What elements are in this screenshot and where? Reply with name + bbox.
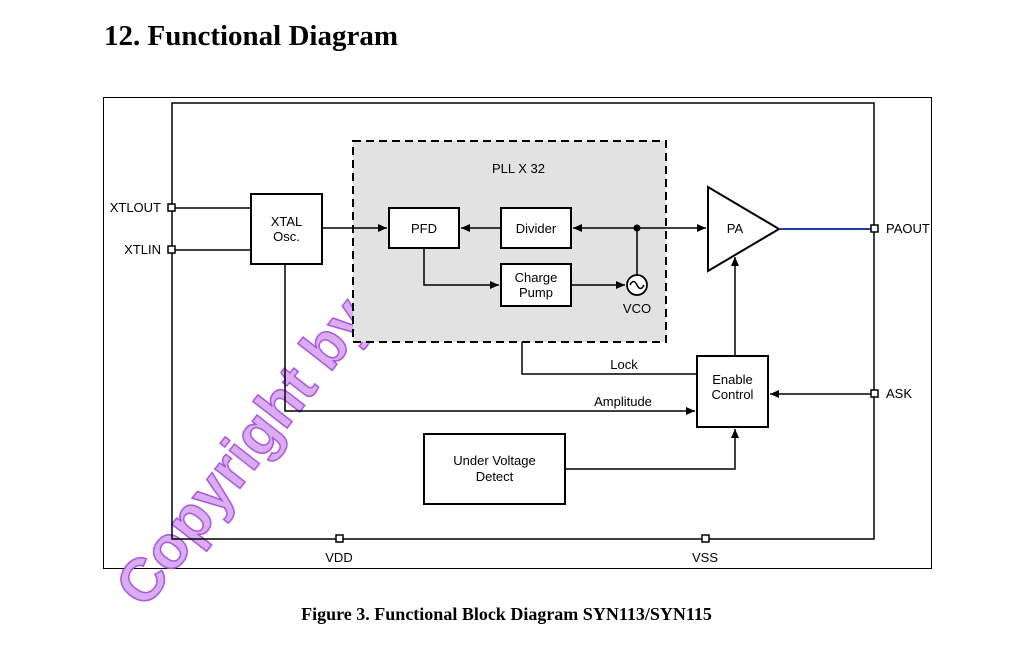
- xtal-label-line2: Osc.: [273, 229, 300, 244]
- watermark-text: Copyright by: [102, 285, 383, 618]
- uvd-label-line1: Under Voltage: [453, 453, 535, 468]
- ask-pin: [870, 389, 879, 398]
- paout-pin: [870, 224, 879, 233]
- vss-pin: [701, 534, 710, 543]
- divider-label: Divider: [516, 221, 557, 236]
- watermark: Copyright by: [102, 284, 384, 619]
- uvd-to-enable-wire: [565, 429, 739, 470]
- pa-amplifier: [707, 185, 781, 273]
- pfd-to-charge-pump-wire: [423, 248, 499, 289]
- xtal-osc-block: [250, 193, 323, 265]
- amplitude-wire: [284, 264, 695, 415]
- enable-control-label-line1: Enable: [712, 372, 752, 387]
- charge-pump-label-line2: Pump: [519, 285, 553, 300]
- diagram-frame: [103, 97, 932, 569]
- vco-label: VCO: [623, 301, 651, 316]
- xtlout-pin: [167, 203, 176, 212]
- junction-dot: [633, 224, 641, 232]
- pfd-label: PFD: [411, 221, 437, 236]
- amplitude-label: Amplitude: [594, 394, 652, 409]
- paout-label: PAOUT: [886, 221, 930, 236]
- enable-control-block: [696, 355, 769, 428]
- lock-label: Lock: [610, 357, 638, 372]
- xtlout-label: XTLOUT: [110, 200, 161, 215]
- lock-wire: [521, 342, 697, 375]
- sine-wave-icon: [629, 280, 645, 290]
- power-rail-outline: [171, 102, 875, 540]
- uvd-label-line2: Detect: [476, 469, 514, 484]
- pa-label: PA: [727, 221, 744, 236]
- pll-label: PLL X 32: [492, 161, 545, 176]
- section-heading: 12. Functional Diagram: [104, 20, 399, 52]
- vss-label: VSS: [692, 550, 718, 565]
- charge-pump-label-line1: Charge: [515, 270, 558, 285]
- enable-control-label-line2: Control: [712, 387, 754, 402]
- xtal-label-line1: XTAL: [271, 214, 303, 229]
- vdd-pin: [335, 534, 344, 543]
- ask-label: ASK: [886, 386, 912, 401]
- xtlin-pin: [167, 245, 176, 254]
- vdd-label: VDD: [325, 550, 352, 565]
- signal-wires: [175, 207, 871, 470]
- pins: [167, 203, 879, 543]
- figure-caption: Figure 3. Functional Block Diagram SYN11…: [301, 604, 712, 624]
- xtlin-label: XTLIN: [124, 242, 161, 257]
